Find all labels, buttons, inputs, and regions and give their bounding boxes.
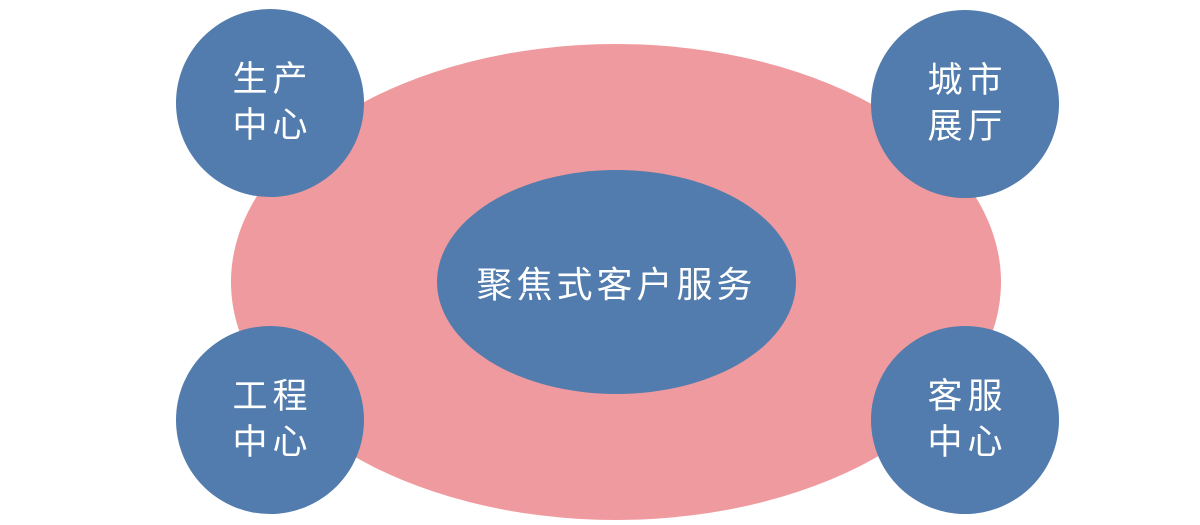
node-engineering-line2: 中心 (232, 423, 313, 463)
node-city-hall: 城市 展厅 (871, 10, 1059, 198)
node-service-center: 客服 中心 (871, 326, 1059, 514)
node-production-center: 生产 中心 (176, 9, 364, 197)
node-service-line1: 客服 (927, 377, 1008, 417)
node-city-hall-line2: 展厅 (927, 107, 1008, 147)
node-engineering-line1: 工程 (232, 377, 313, 417)
node-production-line1: 生产 (232, 60, 313, 100)
node-service-line2: 中心 (927, 423, 1008, 463)
node-city-hall-line1: 城市 (927, 61, 1008, 101)
node-engineering-center: 工程 中心 (176, 326, 364, 514)
center-ellipse: 聚焦式客户服务 (437, 170, 796, 394)
node-production-line2: 中心 (232, 106, 313, 146)
center-label: 聚焦式客户服务 (476, 265, 757, 306)
